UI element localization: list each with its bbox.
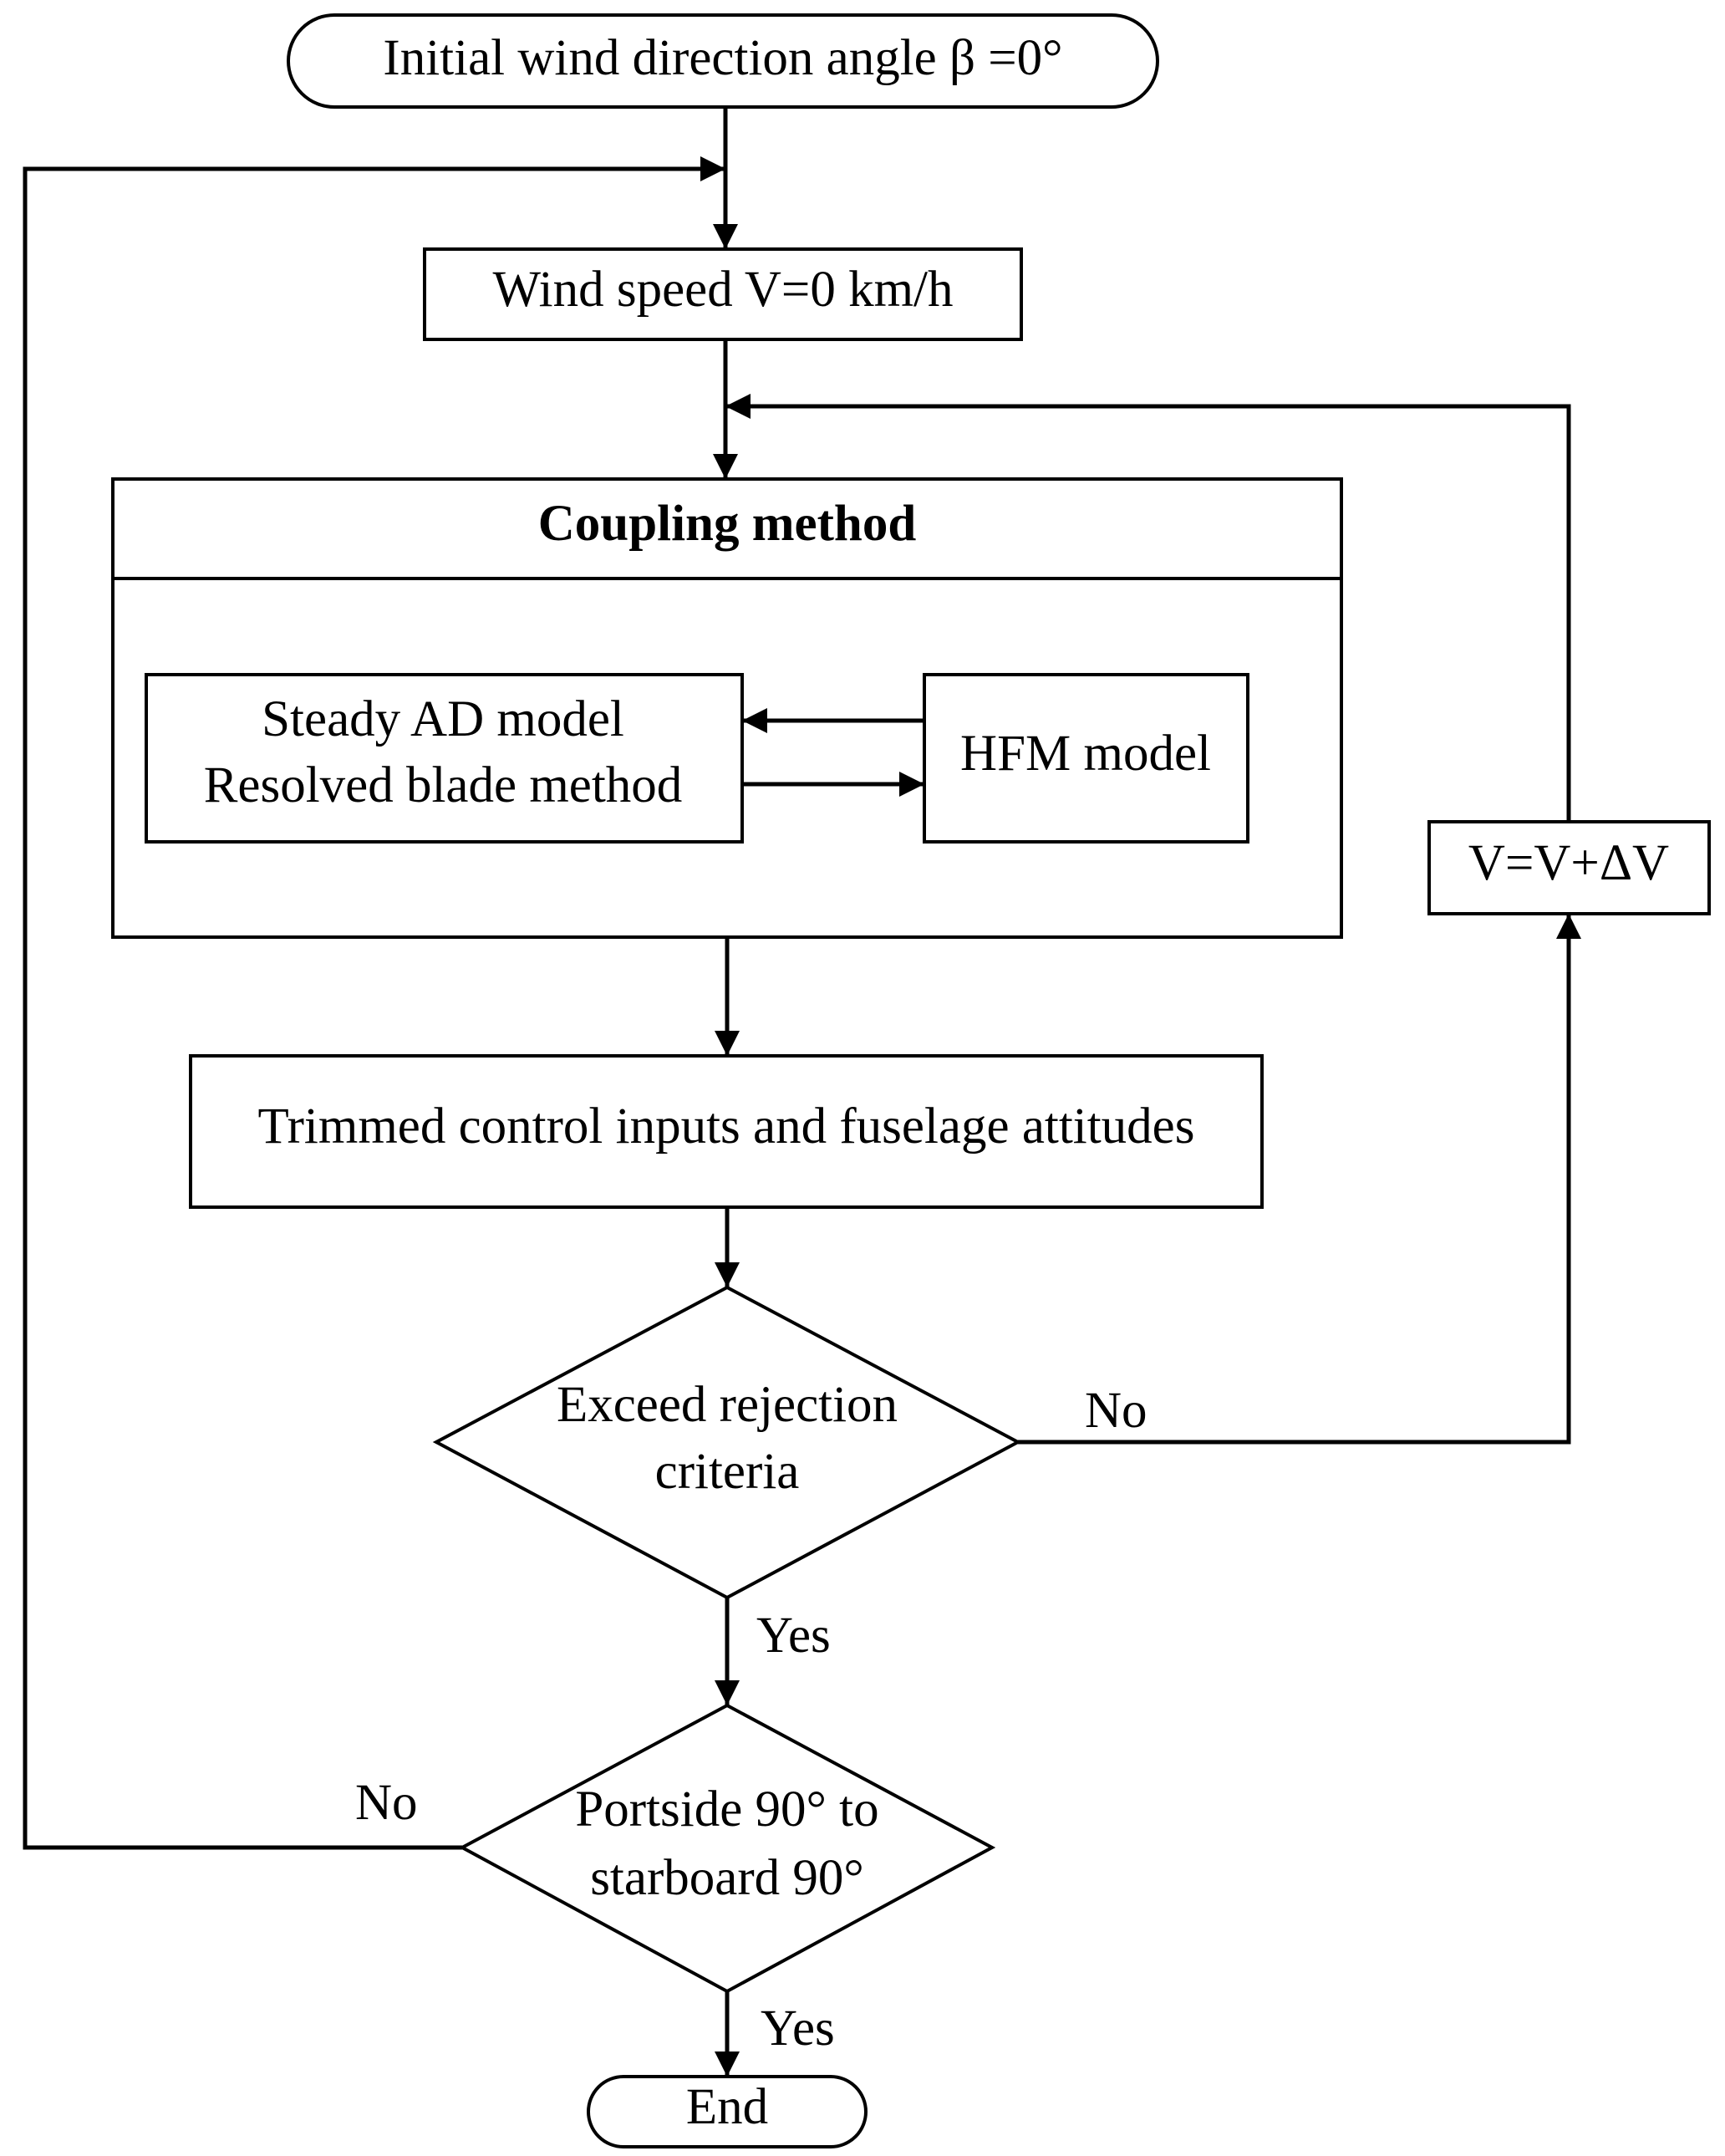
rejection-criteria-label-line1: Exceed rejection <box>557 1377 898 1433</box>
edge-label-angle-yes: Yes <box>761 2001 835 2057</box>
velocity-increment-label: V=V+ΔV <box>1468 835 1669 891</box>
wind-speed-box <box>423 247 1023 341</box>
trimmed-control-box <box>189 1054 1264 1209</box>
hfm-model-box <box>923 673 1249 844</box>
edge-label-rejection-no: No <box>1085 1383 1147 1439</box>
angle-range-label-line1: Portside 90° to <box>575 1781 878 1837</box>
steady-ad-model-label: Steady AD model <box>262 691 624 747</box>
coupling-method-title: Coupling method <box>538 496 917 552</box>
end-terminal-label: End <box>686 2079 768 2135</box>
edge-label-rejection-yes: Yes <box>756 1608 831 1664</box>
start-terminal <box>287 13 1159 109</box>
trimmed-control-label: Trimmed control inputs and fuselage atti… <box>258 1098 1195 1154</box>
angle-range-label-line2: starboard 90° <box>590 1850 864 1906</box>
angle-range-decision <box>458 1703 996 1994</box>
resolved-blade-method-label: Resolved blade method <box>204 757 683 813</box>
connector-angle-no-loop <box>23 156 725 1850</box>
hfm-model-label: HFM model <box>960 726 1211 782</box>
steady-ad-model-box <box>145 673 744 844</box>
wind-speed-label: Wind speed V=0 km/h <box>493 262 954 318</box>
rejection-criteria-decision <box>432 1285 1022 1600</box>
edge-label-angle-no: No <box>355 1775 418 1831</box>
rejection-criteria-label-line2: criteria <box>655 1444 800 1500</box>
connector-increment-to-loop <box>725 394 1571 822</box>
connector-rejection-no-to-increment <box>1018 914 1581 1445</box>
start-terminal-label: Initial wind direction angle β =0° <box>383 30 1062 86</box>
velocity-increment-box <box>1427 820 1711 915</box>
